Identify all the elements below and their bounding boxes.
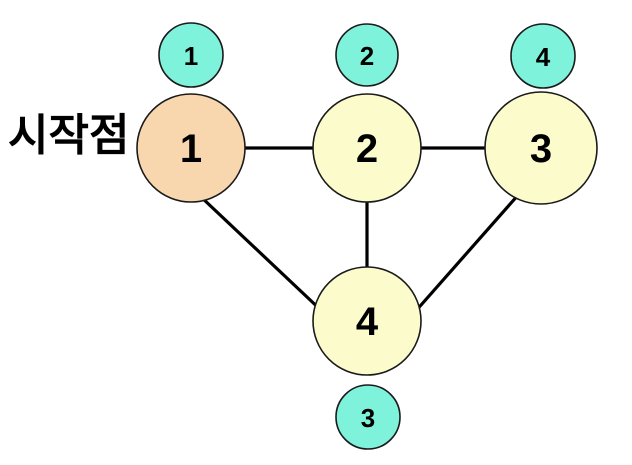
badges-group: 1 2 4 3 — [158, 22, 576, 450]
badge-node2-circle — [335, 23, 399, 87]
nodes-group: 1 2 3 4 — [136, 91, 598, 376]
badge-node4-circle — [335, 384, 401, 450]
edge-node1-node4 — [198, 194, 327, 316]
node-1-label: 1 — [180, 127, 202, 171]
badge-node2[interactable]: 2 — [335, 23, 399, 87]
badge-node1-circle — [158, 22, 224, 88]
badge-node1-label: 1 — [184, 41, 198, 71]
start-point-label: 시작점 — [8, 110, 130, 161]
edges-group — [198, 146, 521, 316]
node-2[interactable]: 2 — [312, 93, 422, 203]
node-3-label: 3 — [530, 127, 552, 171]
node-4-label: 4 — [356, 300, 379, 344]
node-1[interactable]: 1 — [136, 93, 246, 203]
badge-node3-circle — [510, 23, 576, 89]
node-4-circle — [312, 266, 422, 376]
node-3[interactable]: 3 — [484, 91, 598, 205]
edge-node3-node4 — [412, 192, 521, 315]
badge-node4[interactable]: 3 — [335, 384, 401, 450]
node-4[interactable]: 4 — [312, 266, 422, 376]
node-2-label: 2 — [356, 127, 378, 171]
node-1-circle — [136, 93, 246, 203]
node-3-circle — [484, 91, 598, 205]
badge-node4-label: 3 — [361, 403, 375, 433]
badge-node2-label: 2 — [360, 41, 374, 71]
badge-node3-label: 4 — [536, 42, 551, 72]
badge-node3[interactable]: 4 — [510, 23, 576, 89]
node-2-circle — [312, 93, 422, 203]
badge-node1[interactable]: 1 — [158, 22, 224, 88]
